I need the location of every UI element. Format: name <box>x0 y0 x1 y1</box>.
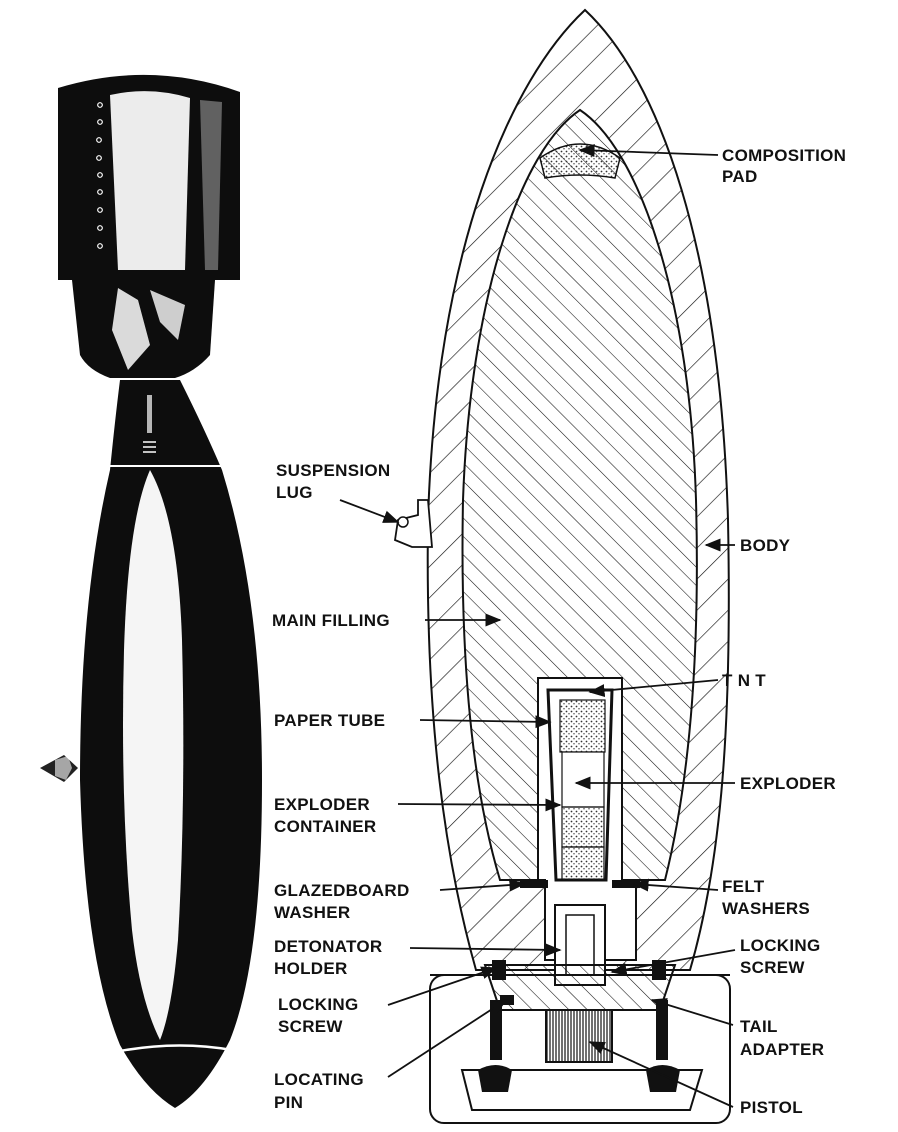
composition-pad <box>539 143 621 179</box>
suspension-lug <box>394 499 433 548</box>
label-main-filling: MAIN FILLING <box>272 611 390 630</box>
label-tnt: T N T <box>722 671 766 690</box>
label-composition-pad-2: PAD <box>722 167 758 186</box>
label-detonator-holder-1: DETONATOR <box>274 937 383 956</box>
rivet-holes <box>96 102 103 249</box>
label-paper-tube: PAPER TUBE <box>274 711 385 730</box>
cutaway-diagram <box>394 8 731 1124</box>
label-body: BODY <box>740 536 791 555</box>
label-locking-screw-left-2: SCREW <box>278 1017 343 1036</box>
label-composition-pad-1: COMPOSITION <box>722 146 846 165</box>
callout-labels: COMPOSITION PAD SUSPENSION LUG BODY MAIN… <box>272 146 846 1117</box>
label-glazedboard-washer-2: WASHER <box>274 903 350 922</box>
label-locating-pin-1: LOCATING <box>274 1070 364 1089</box>
glazedboard-washer <box>520 880 548 888</box>
bomb-photo <box>40 74 262 1108</box>
label-exploder-container-1: EXPLODER <box>274 795 370 814</box>
label-tail-adapter-2: ADAPTER <box>740 1040 824 1059</box>
label-suspension-lug-2: LUG <box>276 483 313 502</box>
label-locking-screw-right-1: LOCKING <box>740 936 820 955</box>
label-felt-washers-2: WASHERS <box>722 899 810 918</box>
label-glazedboard-washer-1: GLAZEDBOARD <box>274 881 410 900</box>
tnt-pellet <box>559 699 606 753</box>
leader-lines <box>339 144 736 1108</box>
label-pistol: PISTOL <box>740 1098 803 1117</box>
label-exploder-container-2: CONTAINER <box>274 817 377 836</box>
label-locking-screw-right-2: SCREW <box>740 958 805 977</box>
label-locking-screw-left-1: LOCKING <box>278 995 358 1014</box>
label-suspension-lug-1: SUSPENSION <box>276 461 390 480</box>
label-detonator-holder-2: HOLDER <box>274 959 348 978</box>
label-locating-pin-2: PIN <box>274 1093 303 1112</box>
label-tail-adapter-1: TAIL <box>740 1017 778 1036</box>
exploder-pellet <box>561 751 605 808</box>
label-felt-washers-1: FELT <box>722 877 765 896</box>
label-exploder: EXPLODER <box>740 774 836 793</box>
pistol <box>545 1009 613 1063</box>
